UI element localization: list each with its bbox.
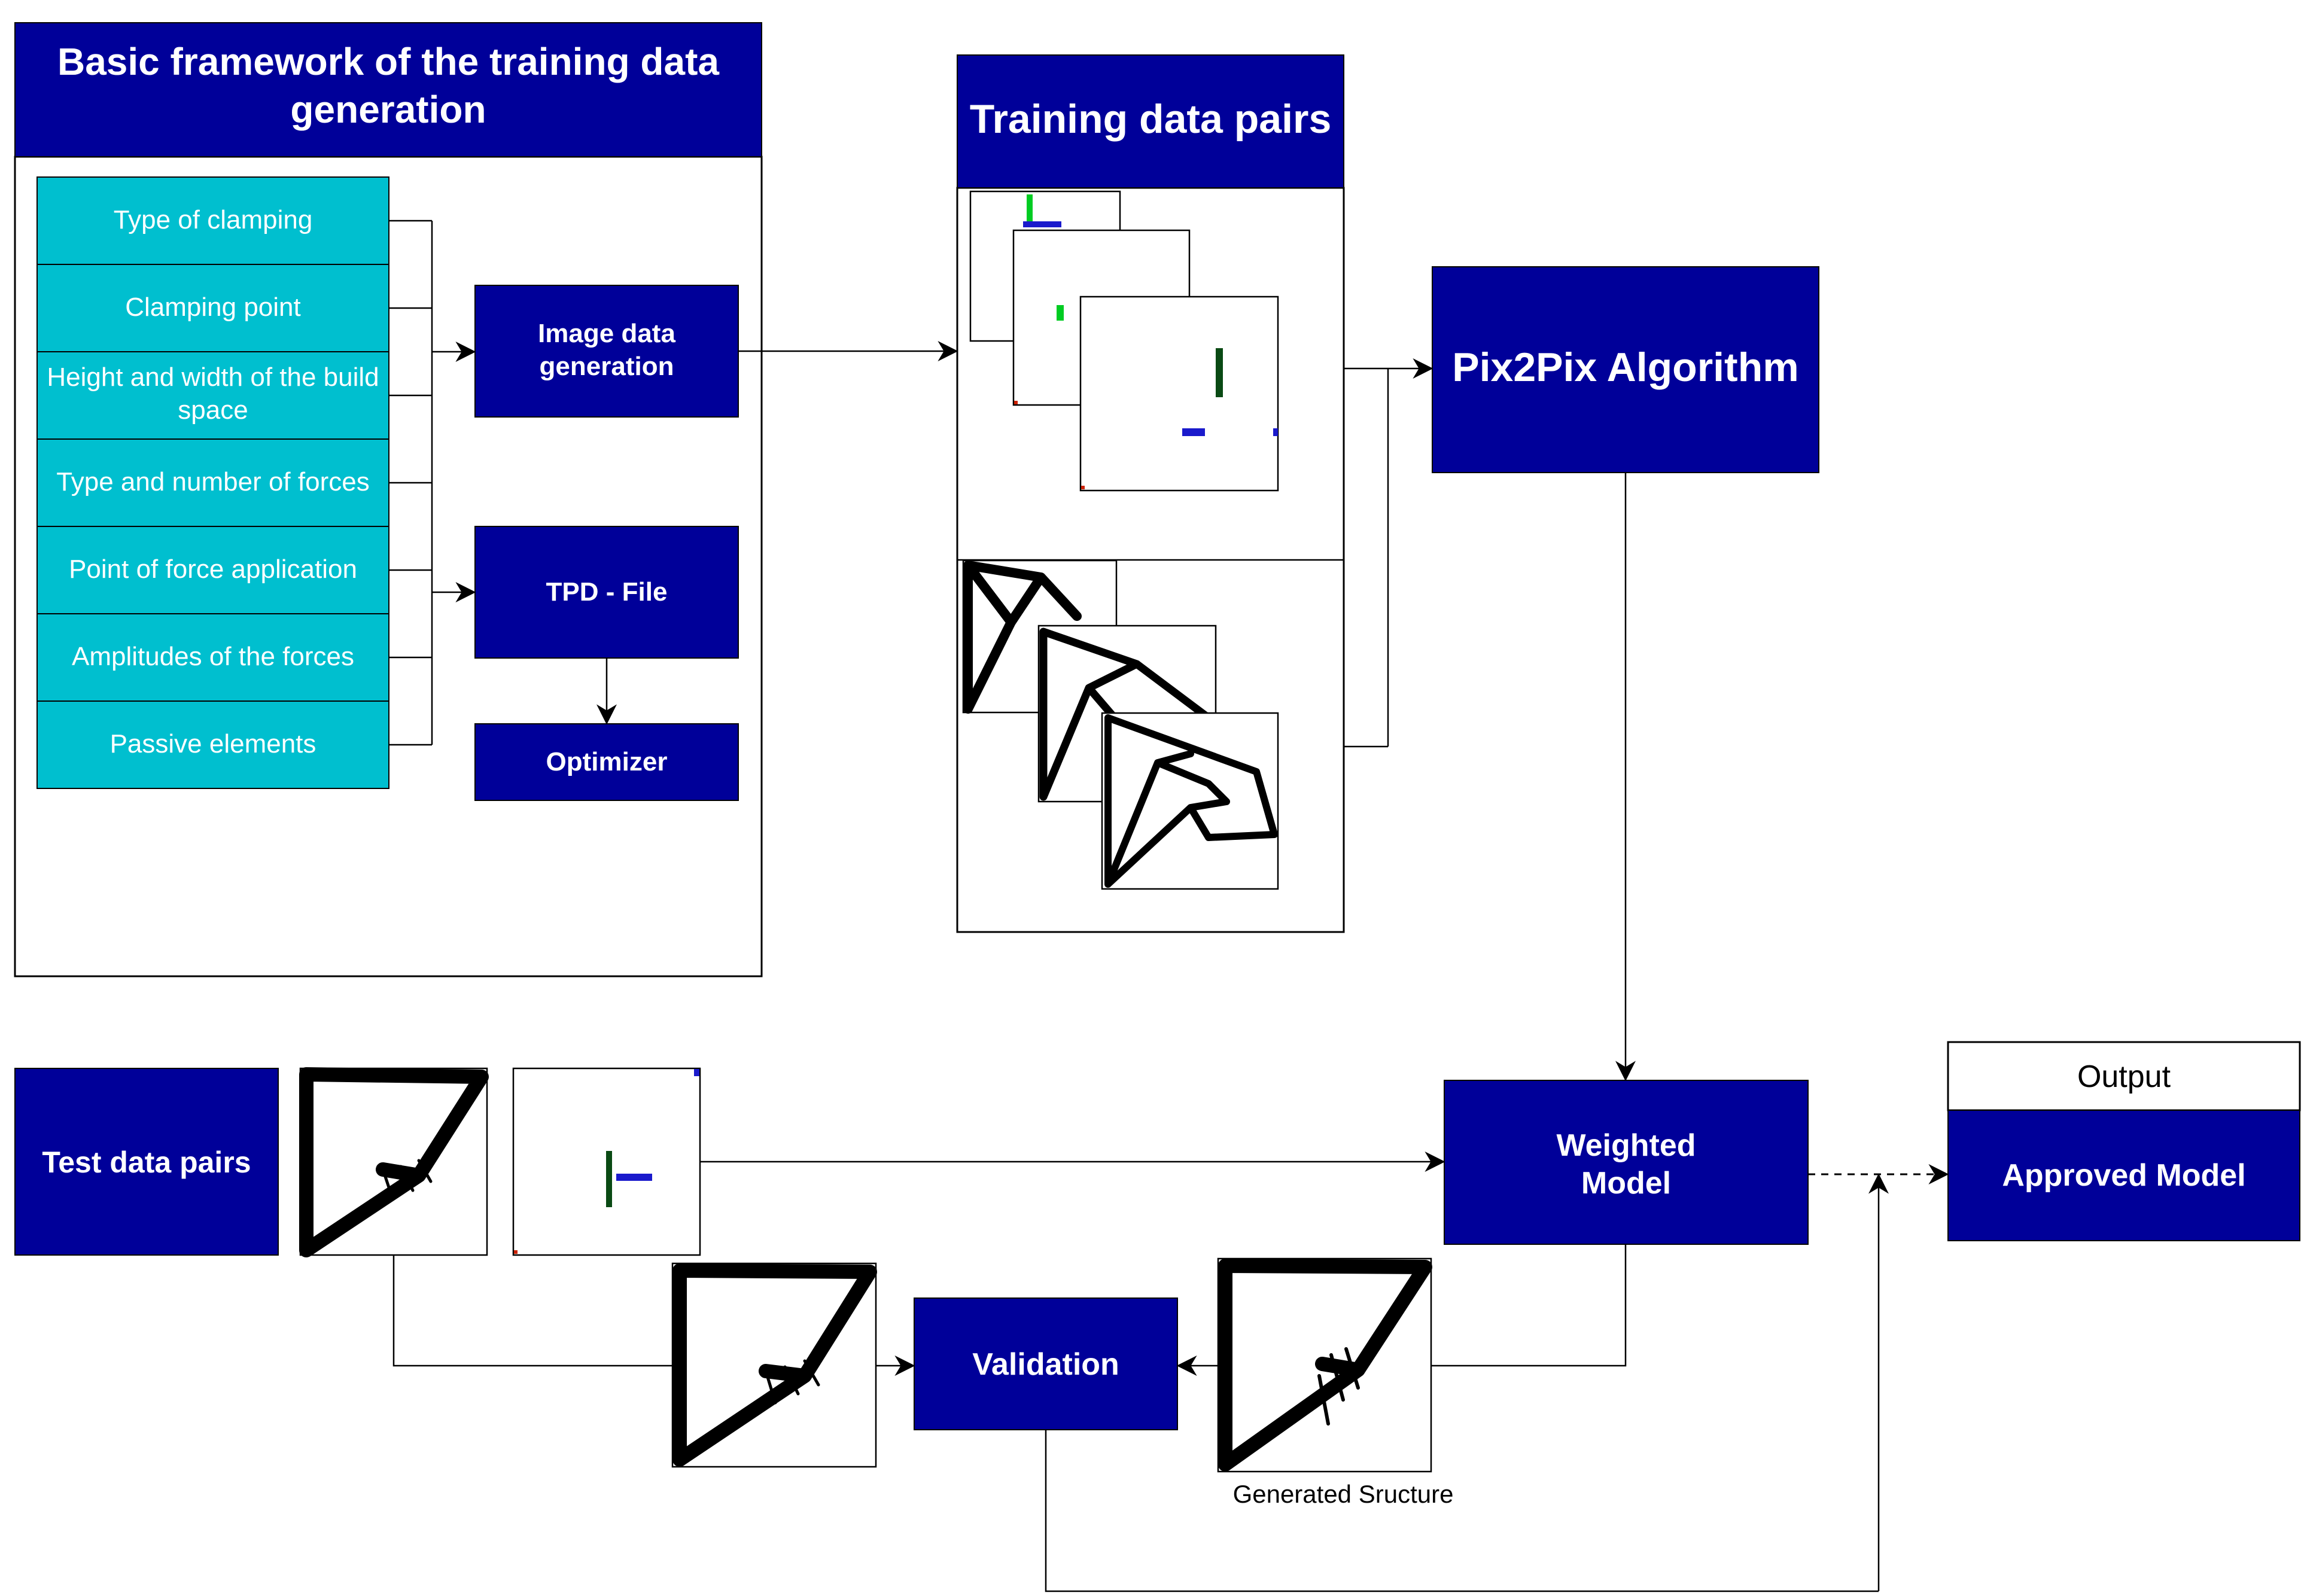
framework-title-box [14, 22, 762, 157]
param-clamping-point: Clamping point [36, 264, 389, 352]
ground-truth-image [671, 1262, 877, 1468]
image-gen-line2: generation [540, 352, 674, 381]
param-label: Amplitudes of the forces [72, 642, 354, 671]
param-force-application: Point of force application [36, 526, 389, 614]
weighted-line1: Weighted [1556, 1128, 1696, 1163]
param-bracket [389, 220, 476, 746]
tpd-file-label: TPD - File [546, 577, 668, 607]
validation-label: Validation [972, 1347, 1119, 1382]
param-label: Passive elements [110, 729, 316, 759]
test-input-image [512, 1067, 701, 1256]
tpd-file-box: TPD - File [474, 526, 739, 659]
training-data-pairs-panel: Training data pairs [956, 54, 1433, 933]
framework-title-line1: Basic framework of the training data [57, 40, 719, 83]
training-title-box [957, 54, 1344, 188]
optimizer-box: Optimizer [474, 723, 739, 801]
param-build-space: Height and width of the build space [36, 351, 389, 440]
optimizer-label: Optimizer [546, 747, 668, 776]
test-data-pairs-box: Test data pairs [14, 1068, 279, 1256]
framework-panel: Basic framework of the training data gen… [14, 22, 763, 977]
weighted-model-box: Weighted Model [1444, 1080, 1809, 1245]
framework-title-line2: generation [290, 88, 486, 131]
pix2pix-label: Pix2Pix Algorithm [1452, 345, 1798, 390]
approved-model-label: Approved Model [2002, 1158, 2245, 1193]
image-gen-line1: Image data [538, 319, 675, 348]
validation-box: Validation [914, 1297, 1178, 1430]
training-title: Training data pairs [970, 96, 1332, 142]
weighted-line2: Model [1581, 1166, 1671, 1201]
pix2pix-box: Pix2Pix Algorithm [1432, 266, 1819, 473]
output-header: Output [2077, 1059, 2171, 1094]
param-list: Type of clamping Clamping point Height a… [36, 176, 389, 789]
generated-structure-caption: Generated Sructure [1233, 1480, 1454, 1508]
param-label: Type of clamping [114, 205, 313, 234]
param-label: Type and number of forces [56, 467, 369, 497]
training-input-images [969, 190, 1279, 492]
param-force-amplitudes: Amplitudes of the forces [36, 613, 389, 702]
param-passive-elements: Passive elements [36, 700, 389, 789]
generated-structure-image: Generated Sructure [1217, 1257, 1454, 1508]
output-box: Output Approved Model [1947, 1041, 2301, 1241]
test-pairs-label: Test data pairs [42, 1146, 251, 1179]
image-data-generation-box: Image data generation [474, 285, 739, 418]
param-label: Point of force application [69, 555, 357, 584]
param-type-number-forces: Type and number of forces [36, 438, 389, 527]
test-structure-image [299, 1067, 489, 1257]
param-label: Clamping point [125, 293, 301, 322]
param-type-of-clamping: Type of clamping [36, 176, 389, 265]
param-label: Height and width of the build [47, 363, 379, 392]
training-structure-images [962, 559, 1279, 890]
param-label-line2: space [178, 395, 248, 425]
